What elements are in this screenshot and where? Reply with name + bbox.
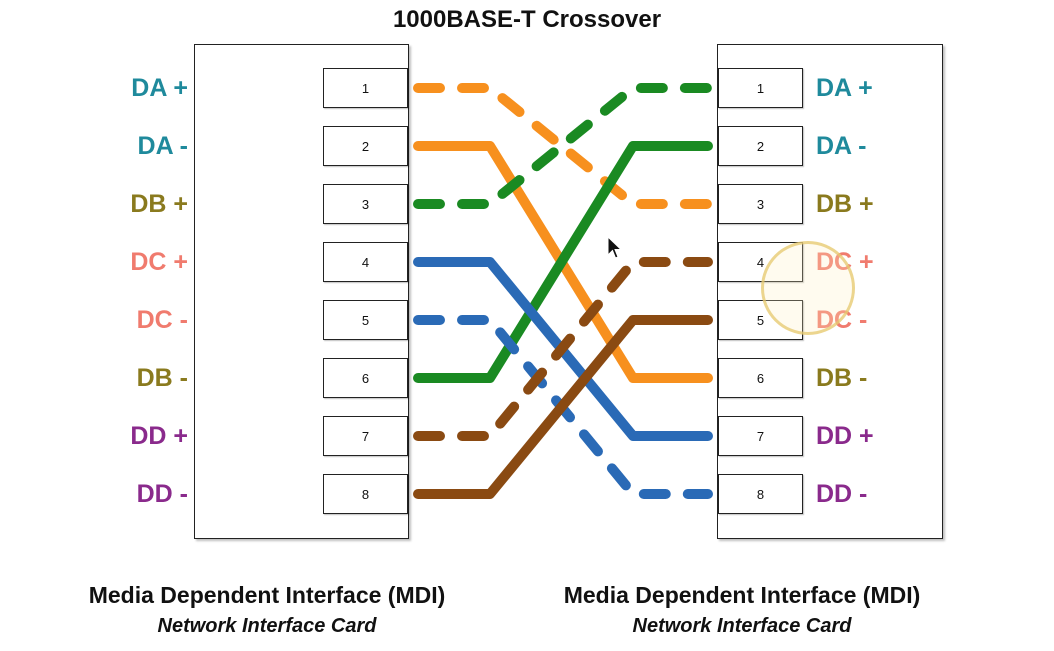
left-signal-label: DD +	[130, 422, 188, 450]
right-signal-label: DB -	[816, 364, 868, 392]
left-pin-3: 3	[323, 184, 408, 224]
left-nic-footer: Media Dependent Interface (MDI) Network …	[37, 582, 497, 638]
left-pin-4: 4	[323, 242, 408, 282]
mouse-cursor-icon	[607, 236, 623, 259]
left-pin-5: 5	[323, 300, 408, 340]
right-nic-footer: Media Dependent Interface (MDI) Network …	[512, 582, 972, 638]
left-pin-1: 1	[323, 68, 408, 108]
left-signal-label: DB -	[136, 364, 188, 392]
click-highlight-circle	[761, 241, 855, 335]
right-signal-label: DB +	[816, 190, 874, 218]
left-signal-label: DD -	[136, 480, 188, 508]
left-pin-2: 2	[323, 126, 408, 166]
right-footer-title: Media Dependent Interface (MDI)	[563, 582, 921, 608]
left-pin-7: 7	[323, 416, 408, 456]
right-footer-subtitle: Network Interface Card	[632, 615, 852, 637]
right-pin-1: 1	[718, 68, 803, 108]
left-pin-8: 8	[323, 474, 408, 514]
left-footer-subtitle: Network Interface Card	[157, 615, 377, 637]
wire-brown-solid	[413, 315, 713, 499]
left-signal-label: DA +	[131, 74, 188, 102]
right-pin-3: 3	[718, 184, 803, 224]
right-pin-2: 2	[718, 126, 803, 166]
right-signal-label: DA -	[816, 132, 867, 160]
right-pin-7: 7	[718, 416, 803, 456]
left-pin-6: 6	[323, 358, 408, 398]
left-signal-label: DC +	[130, 248, 188, 276]
left-signal-label: DC -	[136, 306, 188, 334]
right-pin-8: 8	[718, 474, 803, 514]
left-footer-title: Media Dependent Interface (MDI)	[88, 582, 446, 608]
right-signal-label: DA +	[816, 74, 873, 102]
wire-green-solid	[413, 141, 713, 383]
left-signal-label: DA -	[137, 132, 188, 160]
right-pin-6: 6	[718, 358, 803, 398]
right-signal-label: DD +	[816, 422, 874, 450]
left-signal-label: DB +	[130, 190, 188, 218]
diagram-title: 1000BASE-T Crossover	[392, 6, 662, 33]
right-signal-label: DD -	[816, 480, 868, 508]
wire-brown-dashed	[413, 257, 713, 441]
